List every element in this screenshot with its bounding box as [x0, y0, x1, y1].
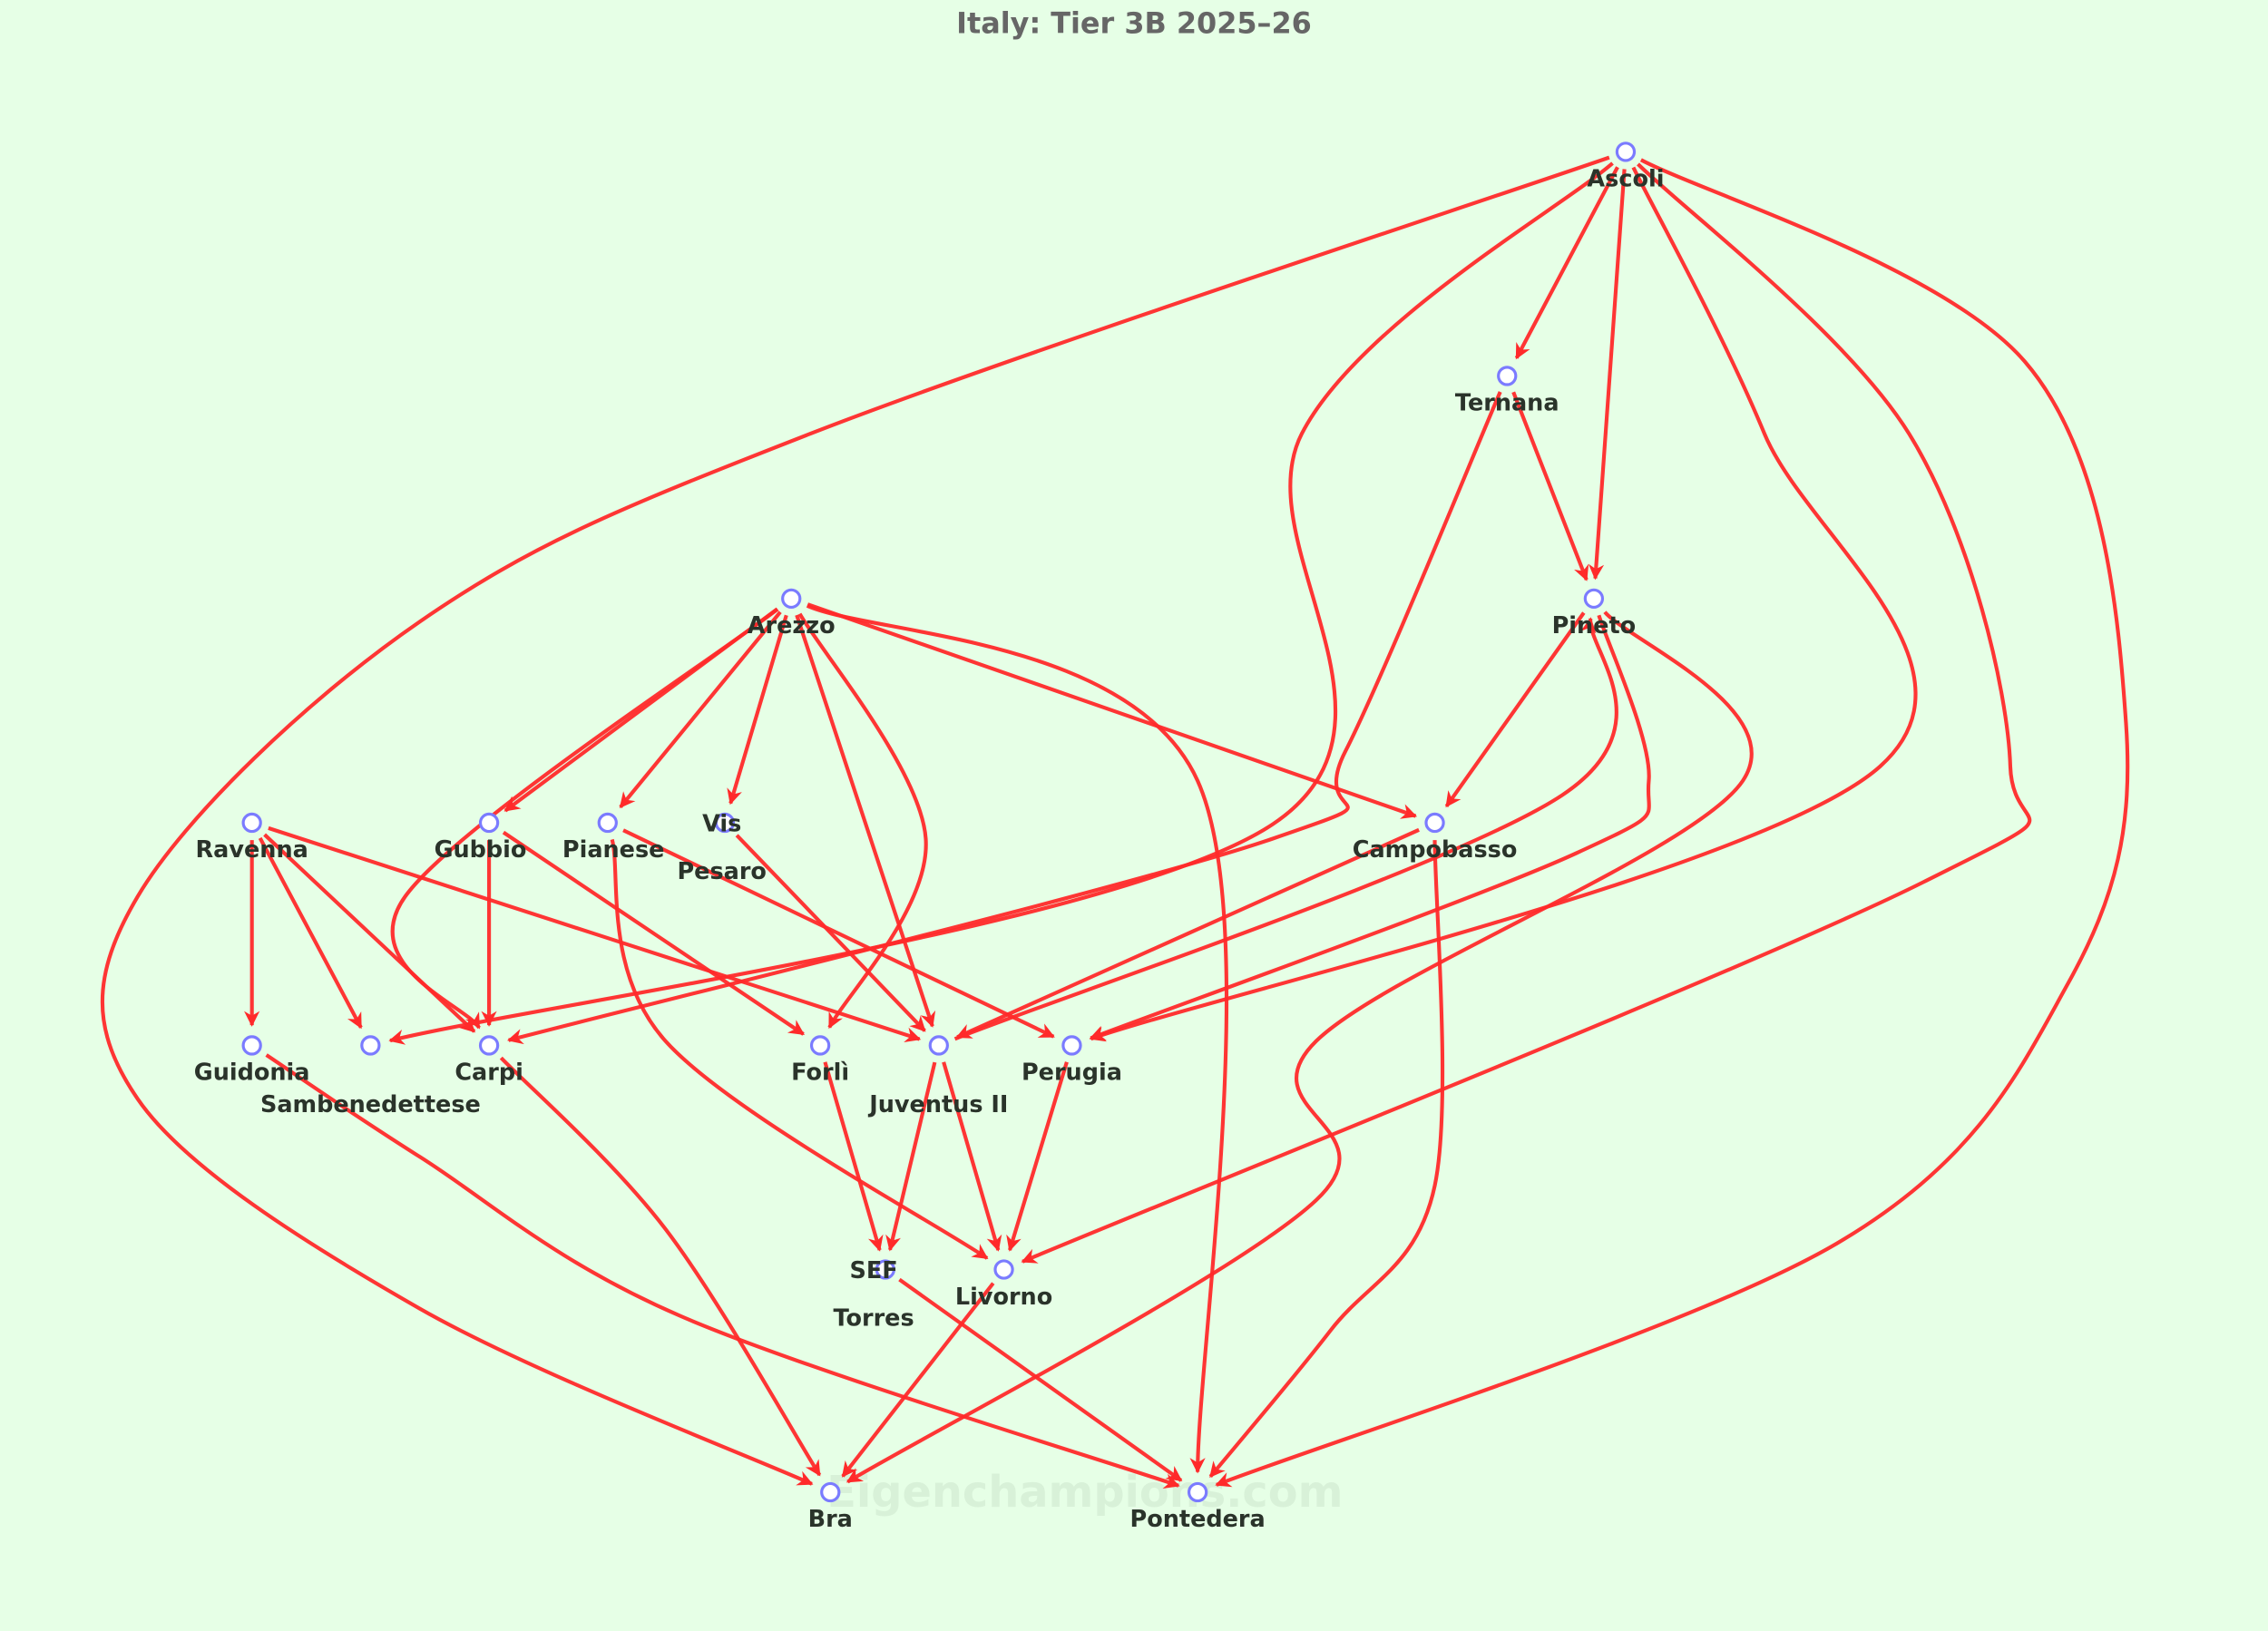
edge-arezzo-to-forli: [797, 612, 928, 1030]
node-campobasso[interactable]: Campobasso: [1353, 812, 1518, 864]
node-label: Campobasso: [1353, 836, 1518, 864]
node-label: Ternana: [1455, 390, 1559, 417]
edge-pineto-to-perugia: [1089, 614, 1651, 1040]
node-marker[interactable]: [478, 1035, 500, 1056]
node-guidonia[interactable]: Guidonia: [194, 1035, 310, 1087]
node-marker[interactable]: [1424, 812, 1445, 834]
node-label: Carpi: [455, 1060, 523, 1087]
node-marker[interactable]: [875, 1259, 895, 1280]
node-label: Perugia: [1022, 1060, 1122, 1087]
node-label: Sambenedettese: [260, 1091, 481, 1118]
node-gubbio[interactable]: Gubbio: [435, 812, 527, 864]
edge-forli-to-seftorres: [823, 1061, 884, 1252]
node-label: Pontedera: [1130, 1506, 1266, 1533]
edge-arezzo-to-pontedera: [806, 603, 1229, 1474]
edge-ravenna-to-carpi: [263, 833, 476, 1033]
edge-pianese-to-livorno: [610, 838, 989, 1260]
node-ravenna[interactable]: Ravenna: [196, 812, 308, 864]
edge-ternana-to-pineto: [1511, 391, 1589, 581]
node-marker[interactable]: [714, 812, 736, 834]
watermark: Eigenchampions.com: [826, 1468, 1343, 1518]
node-pontedera[interactable]: Pontedera: [1130, 1481, 1266, 1533]
node-perugia[interactable]: Perugia: [1022, 1035, 1122, 1087]
node-marker[interactable]: [1615, 142, 1637, 162]
edge-ascoli-to-bra: [100, 155, 1610, 1486]
edge-arezzo-to-pianese: [619, 610, 782, 809]
node-marker[interactable]: [820, 1481, 841, 1503]
edge-gubbio-to-forli: [502, 830, 805, 1036]
edge-ravenna-to-sambenedettese: [258, 836, 363, 1030]
node-marker[interactable]: [1187, 1481, 1208, 1503]
edge-ascoli-to-livorno: [1021, 162, 2032, 1264]
node-marker[interactable]: [478, 812, 500, 834]
node-forli[interactable]: Forlì: [791, 1035, 849, 1087]
node-marker[interactable]: [241, 812, 262, 834]
node-marker[interactable]: [597, 812, 618, 834]
edges-layer: [100, 155, 2130, 1489]
node-arezzo[interactable]: Arezzo: [748, 588, 836, 640]
node-label: Pianese: [562, 836, 665, 864]
node-marker[interactable]: [809, 1035, 831, 1056]
node-marker[interactable]: [781, 588, 802, 610]
edge-ascoli-to-sambenedettese: [388, 161, 1614, 1045]
node-pianese[interactable]: Pianese: [562, 812, 665, 864]
edge-pineto-to-bra: [846, 610, 1754, 1484]
edge-seftorres-to-pontedera: [898, 1277, 1183, 1482]
node-pineto[interactable]: Pineto: [1552, 588, 1637, 640]
node-label: Arezzo: [748, 612, 836, 640]
node-ternana[interactable]: Ternana: [1455, 366, 1559, 417]
edge-livorno-to-bra: [841, 1282, 995, 1478]
node-label: Forlì: [791, 1060, 849, 1087]
edge-ravenna-to-juventus2: [268, 825, 922, 1043]
edge-arezzo-to-juventus2: [795, 614, 936, 1028]
edge-vispesaro-to-juventus2: [735, 834, 926, 1032]
edge-arezzo-to-campobasso: [807, 602, 1418, 819]
edge-juventus2-to-livorno: [942, 1061, 1002, 1252]
node-bra[interactable]: Bra: [808, 1481, 853, 1533]
edge-juventus2-to-seftorres: [885, 1061, 937, 1252]
node-label: Juventus II: [867, 1091, 1008, 1118]
edge-ascoli-to-perugia: [1089, 166, 1918, 1042]
node-marker[interactable]: [1497, 366, 1518, 386]
chart-title: Italy: Tier 3B 2025–26: [956, 6, 1312, 41]
edge-campobasso-to-pontedera: [1208, 840, 1445, 1479]
node-label: Pineto: [1552, 612, 1637, 640]
node-juventus2[interactable]: Juventus II: [867, 1035, 1008, 1118]
node-marker[interactable]: [928, 1035, 949, 1056]
node-ascoli[interactable]: Ascoli: [1587, 142, 1664, 193]
node-label: Bra: [808, 1506, 853, 1533]
edge-campobasso-to-juventus2: [955, 827, 1420, 1040]
node-marker[interactable]: [360, 1035, 381, 1056]
node-label: Ascoli: [1587, 166, 1664, 193]
edge-ascoli-to-pontedera: [1215, 158, 2130, 1488]
edge-juventus2-to-pineto: [953, 617, 1618, 1041]
node-label: Gubbio: [435, 836, 527, 864]
node-label: Ravenna: [196, 836, 308, 864]
edge-arezzo-to-vispesaro: [727, 614, 788, 806]
edge-ascoli-to-pineto: [1588, 169, 1627, 581]
node-label: Livorno: [955, 1284, 1052, 1311]
node-marker[interactable]: [241, 1035, 262, 1056]
node-label: Guidonia: [194, 1060, 310, 1087]
edge-guidonia-to-pontedera: [265, 1053, 1180, 1489]
node-marker[interactable]: [1061, 1035, 1082, 1056]
node-marker[interactable]: [1583, 588, 1605, 610]
edge-carpi-to-bra: [499, 1056, 822, 1477]
edge-pineto-to-campobasso: [1444, 611, 1586, 808]
edge-ternana-to-carpi: [506, 391, 1502, 1045]
edge-pianese-to-perugia: [622, 828, 1055, 1039]
edge-ascoli-to-ternana: [1514, 166, 1619, 360]
node-marker[interactable]: [993, 1259, 1014, 1280]
edge-perugia-to-livorno: [1006, 1061, 1069, 1252]
node-livorno[interactable]: Livorno: [955, 1259, 1052, 1311]
node-sambenedettese[interactable]: Sambenedettese: [260, 1035, 481, 1118]
node-carpi[interactable]: Carpi: [455, 1035, 523, 1087]
